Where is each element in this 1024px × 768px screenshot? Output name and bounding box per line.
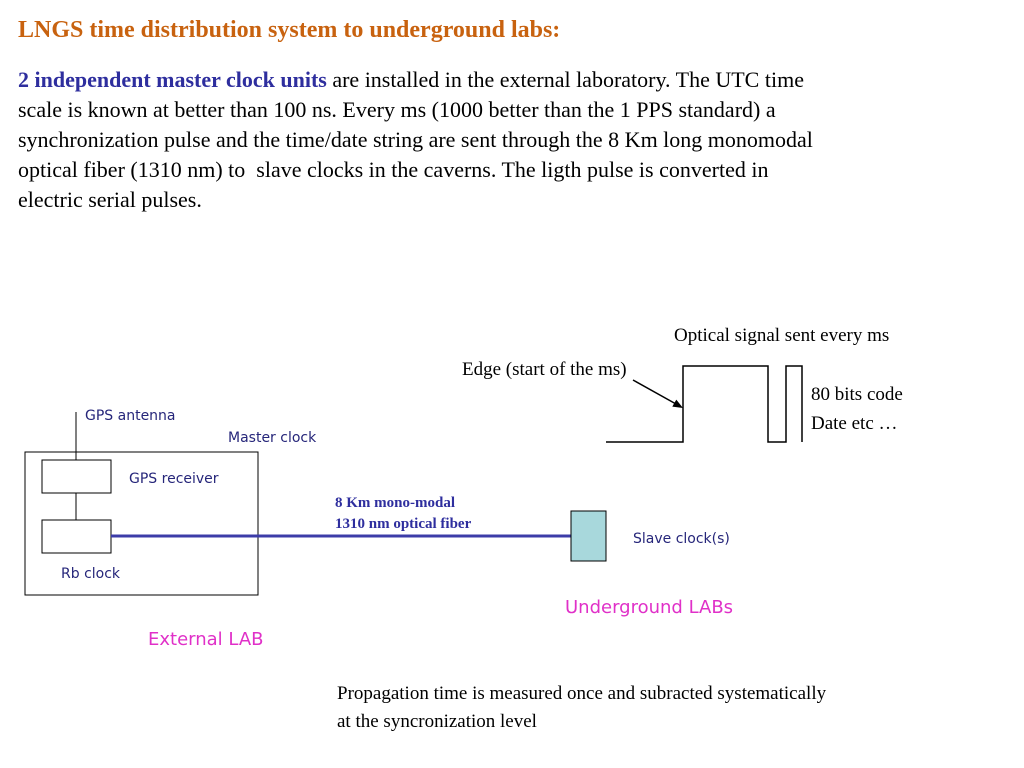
edge-label: Edge (start of the ms): [462, 359, 627, 380]
intro-line-2: scale is known at better than 100 ns. Ev…: [18, 97, 776, 122]
gps-receiver-box: [41, 459, 112, 494]
fiber-label-line-2: 1310 nm optical fiber: [335, 516, 472, 532]
intro-line-3: synchronization pulse and the time/date …: [18, 127, 813, 152]
optical-signal-label: Optical signal sent every ms: [674, 325, 889, 346]
slide-title: LNGS time distribution system to undergr…: [18, 17, 561, 43]
gps-antenna-label: GPS antenna: [85, 408, 176, 424]
rb-clock-label: Rb clock: [61, 566, 121, 582]
intro-line-4: optical fiber (1310 nm) to slave clocks …: [18, 157, 769, 182]
intro-line-1-rest: are installed in the external laboratory…: [326, 67, 804, 92]
fiber-label-line-1: 8 Km mono-modal: [335, 495, 455, 511]
gps-receiver-label: GPS receiver: [129, 471, 219, 487]
intro-paragraph: 2 independent master clock units are ins…: [18, 65, 813, 215]
footnote: Propagation time is measured once and su…: [337, 680, 826, 736]
underground-labs-label: Underground LABs: [565, 597, 733, 618]
edge-arrow-line: [632, 379, 677, 405]
master-clock-label: Master clock: [228, 430, 317, 446]
code-label-line-1: 80 bits code: [811, 384, 903, 405]
master-clock-box: [24, 451, 259, 596]
intro-highlight: 2 independent master clock units: [18, 67, 327, 92]
slave-clock-box: [570, 510, 607, 562]
rb-clock-box: [41, 519, 112, 554]
external-lab-label: External LAB: [148, 629, 264, 650]
slave-clock-label: Slave clock(s): [633, 531, 730, 547]
intro-line-5: electric serial pulses.: [18, 187, 202, 212]
edge-arrow-head: [672, 399, 683, 408]
pulse-waveform: [606, 365, 803, 443]
intro-line-1: 2 independent master clock units are ins…: [18, 65, 813, 95]
footnote-line-1: Propagation time is measured once and su…: [337, 683, 827, 704]
code-label-line-2: Date etc …: [811, 413, 898, 434]
footnote-line-2: at the syncronization level: [337, 711, 537, 732]
